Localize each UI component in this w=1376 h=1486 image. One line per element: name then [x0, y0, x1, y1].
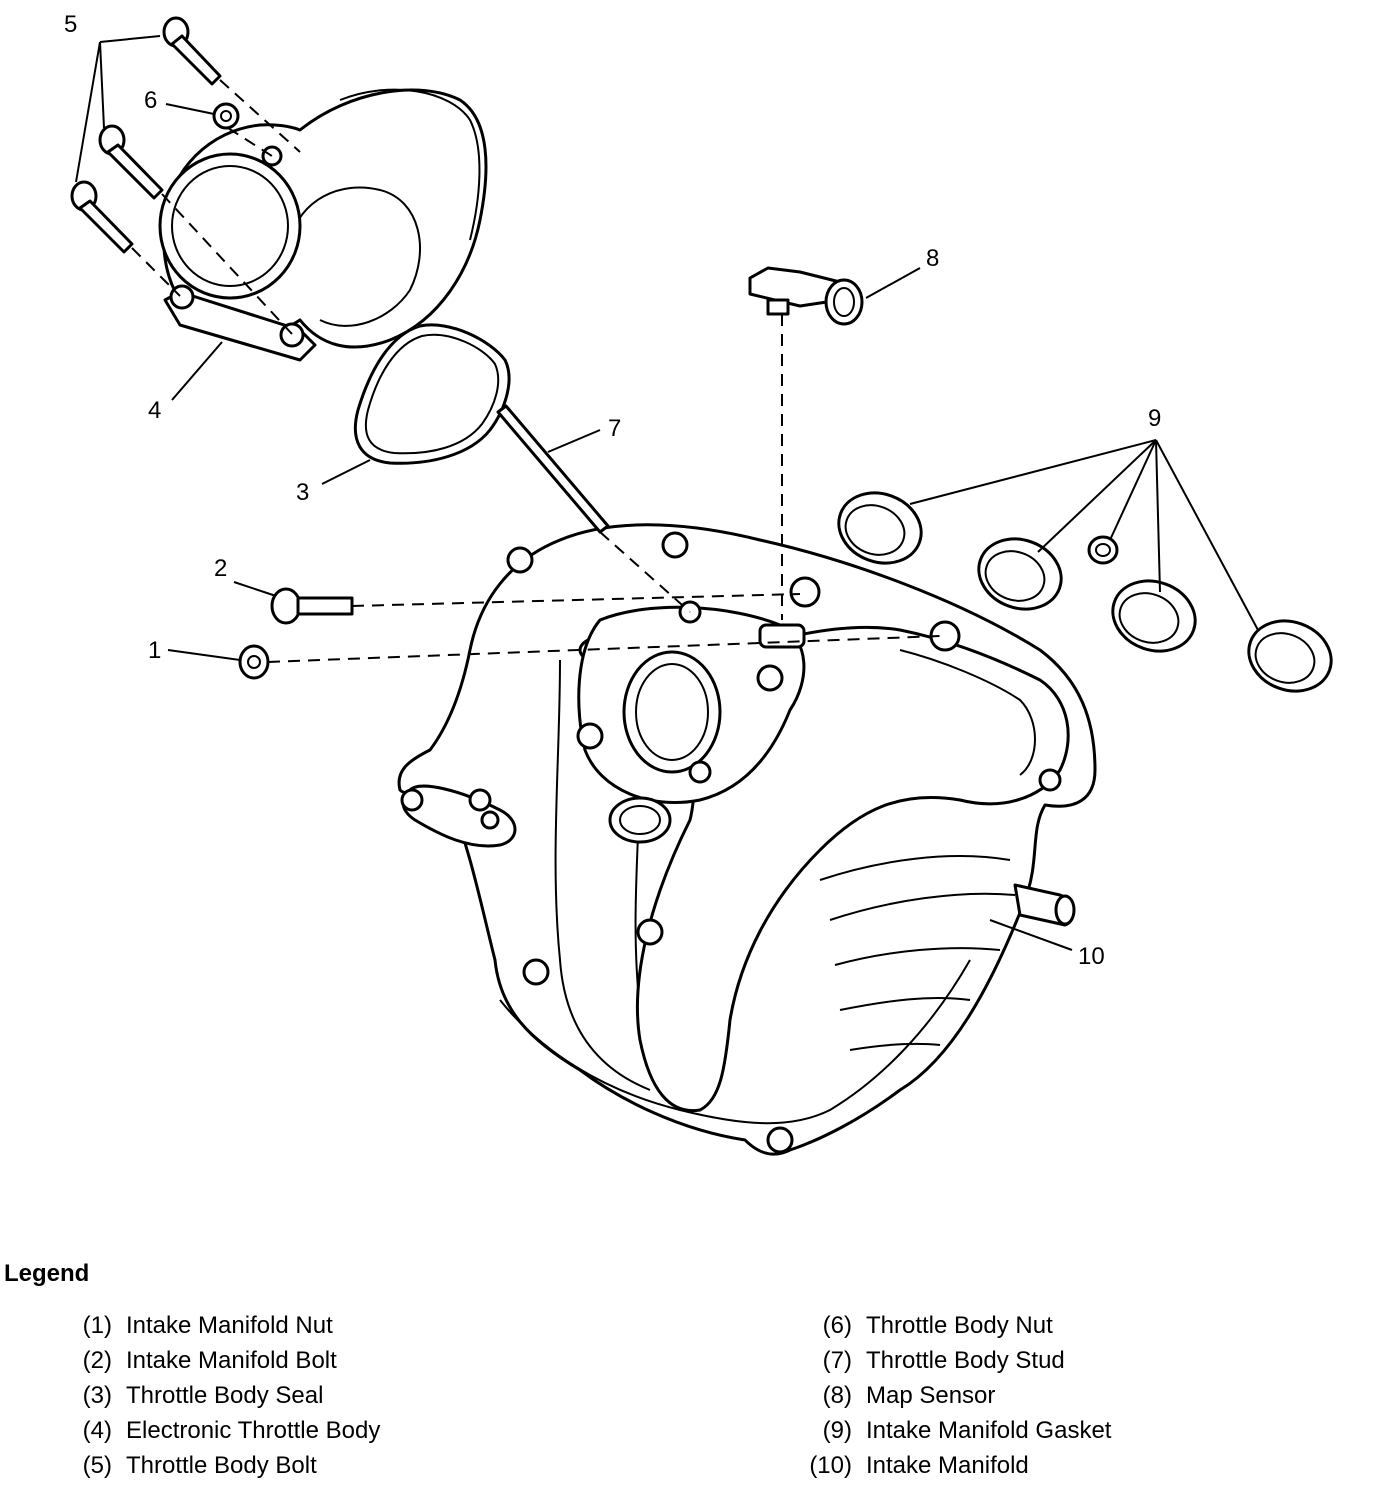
- legend-item-text: Throttle Body Bolt: [126, 1452, 317, 1479]
- legend-item: (4) Electronic Throttle Body: [60, 1413, 381, 1448]
- legend-right-column: (6) Throttle Body Nut (7) Throttle Body St…: [800, 1308, 1111, 1483]
- legend-item: (8) Map Sensor: [800, 1378, 1111, 1413]
- exploded-view-diagram: 1 2 3 4 5 6 7 8 9 10: [64, 11, 1333, 1156]
- callout-3: 3: [296, 479, 309, 506]
- intake-manifold-gasket-4: [1247, 619, 1333, 693]
- callout-9: 9: [1148, 405, 1161, 432]
- legend-item-number: (8): [822, 1382, 852, 1409]
- intake-manifold: [397, 523, 1097, 1156]
- callout-5: 5: [64, 11, 77, 38]
- callout-4: 4: [148, 397, 161, 424]
- throttle-body-nut: [212, 102, 240, 130]
- legend-item-text: Electronic Throttle Body: [126, 1417, 381, 1444]
- legend-item-number: (10): [809, 1452, 852, 1479]
- legend-item-text: Throttle Body Nut: [866, 1312, 1053, 1339]
- intake-manifold-gasket-3: [1111, 579, 1197, 653]
- throttle-body-bolt-middle: [98, 124, 164, 200]
- callout-8: 8: [926, 245, 939, 272]
- callout-10: 10: [1078, 943, 1105, 970]
- legend-item-number: (1): [82, 1312, 112, 1339]
- throttle-body-bolt-top: [162, 16, 222, 86]
- callout-7: 7: [608, 415, 621, 442]
- intake-manifold-bolt: [270, 587, 354, 625]
- legend-item: (10) Intake Manifold: [800, 1448, 1111, 1483]
- legend-item-number: (7): [822, 1347, 852, 1374]
- legend-item-number: (3): [82, 1382, 112, 1409]
- legend-item-text: Intake Manifold Bolt: [126, 1347, 337, 1374]
- callout-2: 2: [214, 555, 227, 582]
- legend-item-number: (4): [82, 1417, 112, 1444]
- intake-manifold-nut: [238, 644, 270, 680]
- callout-numbers: 1 2 3 4 5 6 7 8 9 10: [64, 11, 1161, 970]
- intake-manifold-gasket-small: [1087, 535, 1119, 565]
- legend-item: (7) Throttle Body Stud: [800, 1343, 1111, 1378]
- electronic-throttle-body: [158, 88, 488, 362]
- legend-item-text: Map Sensor: [866, 1382, 996, 1409]
- legend-item: (1) Intake Manifold Nut: [60, 1308, 380, 1343]
- legend-item-text: Intake Manifold Gasket: [866, 1417, 1112, 1444]
- legend-item-number: (9): [822, 1417, 852, 1444]
- throttle-body-seal: [353, 323, 511, 465]
- legend-item-number: (6): [822, 1312, 852, 1339]
- legend-title: Legend: [4, 1260, 90, 1287]
- legend-item: (6) Throttle Body Nut: [800, 1308, 1111, 1343]
- legend-item-text: Intake Manifold: [866, 1452, 1029, 1479]
- callout-6: 6: [144, 87, 157, 114]
- leader-lines: [75, 35, 1259, 951]
- legend-left-column: (1) Intake Manifold Nut (2) Intake Manifol…: [60, 1308, 381, 1483]
- legend-item: (9) Intake Manifold Gasket: [800, 1413, 1112, 1448]
- callout-1: 1: [148, 637, 161, 664]
- legend-item-number: (2): [82, 1347, 112, 1374]
- throttle-body-bolt-lower: [70, 180, 134, 254]
- map-sensor: [748, 266, 864, 326]
- intake-manifold-gasket-2: [977, 537, 1063, 611]
- legend-item-text: Intake Manifold Nut: [126, 1312, 333, 1339]
- legend-item-text: Throttle Body Seal: [126, 1382, 324, 1409]
- legend-item-number: (5): [82, 1452, 112, 1479]
- legend-item: (2) Intake Manifold Bolt: [60, 1343, 380, 1378]
- legend-item-text: Throttle Body Stud: [866, 1347, 1065, 1374]
- intake-manifold-gasket-1: [837, 491, 923, 565]
- alignment-lines: [131, 79, 941, 663]
- legend-item: (3) Throttle Body Seal: [60, 1378, 380, 1413]
- legend-item: (5) Throttle Body Bolt: [60, 1448, 380, 1483]
- throttle-body-stud: [496, 404, 610, 534]
